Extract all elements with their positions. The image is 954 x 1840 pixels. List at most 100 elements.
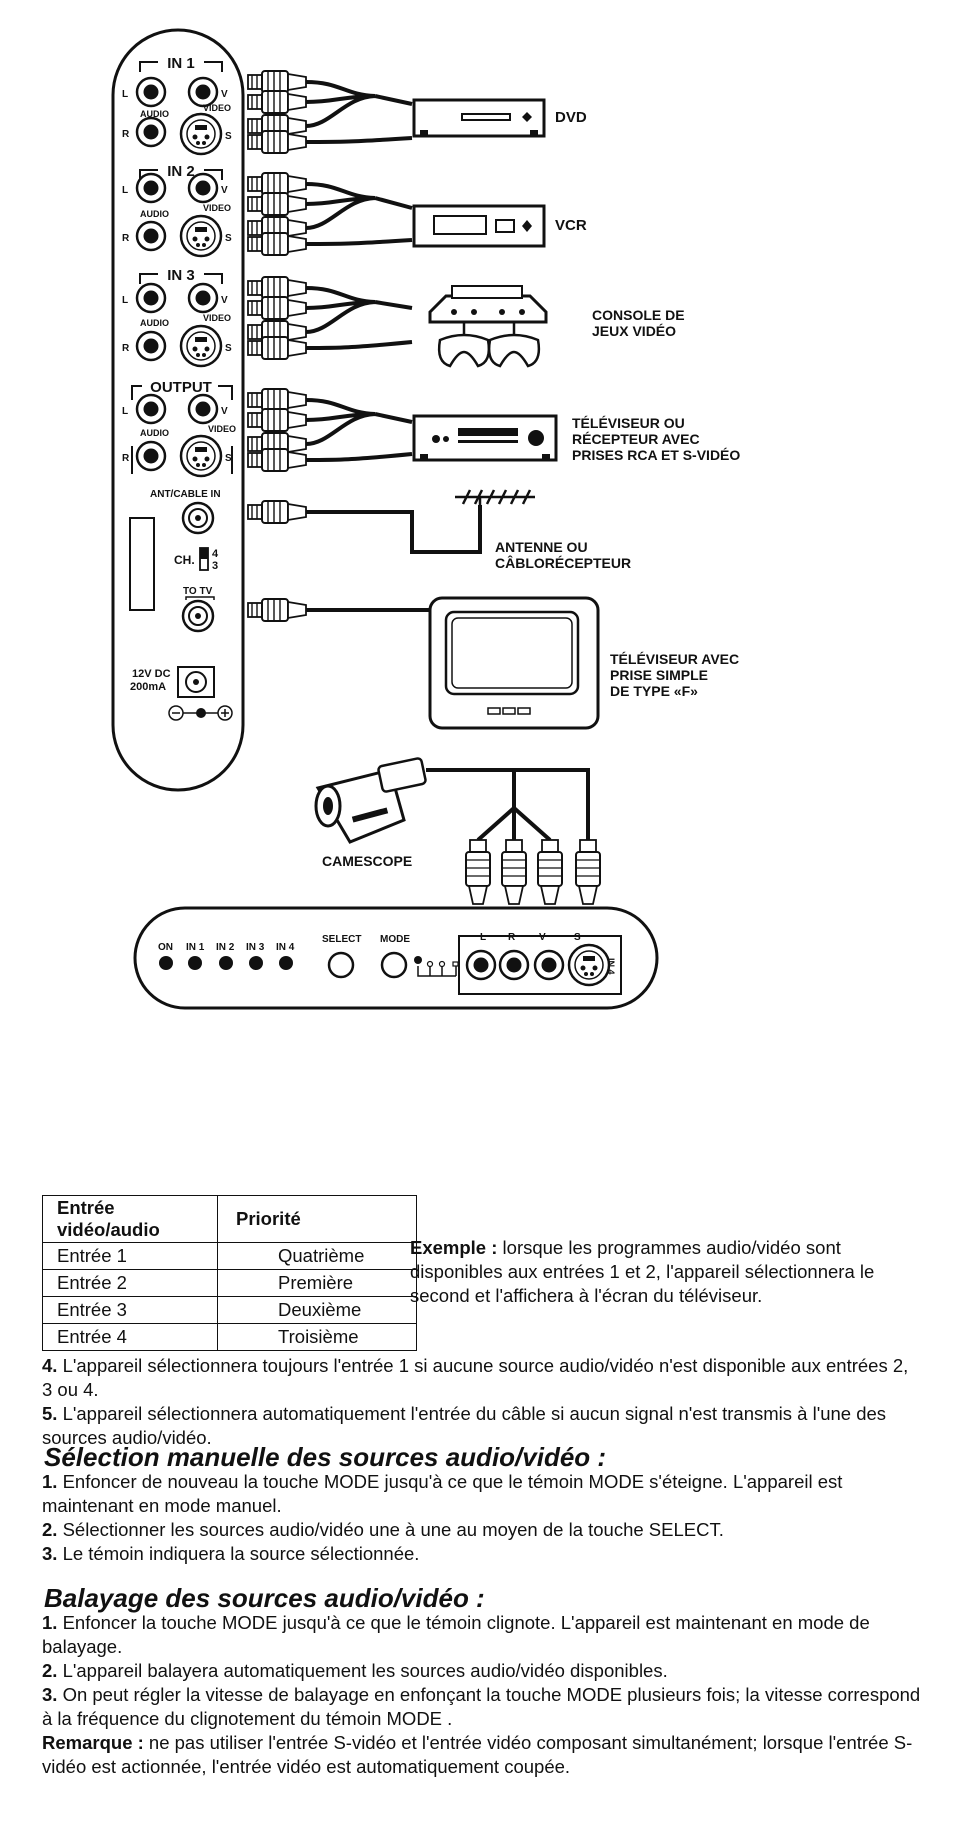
front-s-video-jack[interactable] — [567, 943, 611, 987]
group-title: IN 2 — [167, 163, 195, 180]
ch-label: CH. — [174, 553, 195, 567]
s-video-jack[interactable] — [179, 434, 223, 478]
svg-text:AUDIO: AUDIO — [140, 318, 169, 328]
ant-cable-label: ANT/CABLE IN — [150, 489, 221, 500]
audio-l-jack[interactable] — [135, 76, 167, 108]
input-group-1: IN 1 L V AUDIO VIDEO R S — [122, 55, 232, 156]
audio-r-jack[interactable] — [135, 330, 167, 362]
tv-cable — [247, 598, 430, 622]
led-on — [159, 956, 173, 970]
connection-diagram: IN 1 L V AUDIO VIDEO R S IN 2 L V AUDIO … — [111, 28, 740, 1010]
svg-text:S: S — [225, 131, 232, 142]
cable-bundle-in1 — [247, 70, 413, 154]
svg-text:S: S — [225, 453, 232, 464]
cable-bundle-in2 — [247, 172, 413, 256]
front-video-jack[interactable] — [533, 949, 565, 981]
svg-text:VIDEO: VIDEO — [203, 103, 231, 113]
receiver-icon — [412, 414, 558, 462]
audio-r-jack[interactable] — [135, 440, 167, 472]
svg-text:VIDEO: VIDEO — [203, 313, 231, 323]
antenna-label-2: CÂBLORÉCEPTEUR — [495, 554, 631, 571]
svg-text:L: L — [122, 89, 128, 100]
svg-text:AUDIO: AUDIO — [140, 428, 169, 438]
svg-text:AUDIO: AUDIO — [140, 109, 169, 119]
tv-label-1: TÉLÉVISEUR AVEC — [610, 651, 739, 667]
led-label-in3: IN 3 — [246, 942, 265, 953]
led-label-on: ON — [158, 942, 173, 953]
mode-label: MODE — [380, 934, 410, 945]
dvd-player-icon — [412, 98, 546, 138]
notes-block: 4. L'appareil sélectionnera toujours l'e… — [42, 1354, 922, 1450]
svg-text:R: R — [122, 453, 130, 464]
receiver-label-1: TÉLÉVISEUR OU — [572, 415, 685, 431]
svg-text:L: L — [122, 185, 128, 196]
tv-label-2: PRISE SIMPLE — [610, 667, 708, 683]
svg-text:R: R — [122, 343, 130, 354]
svg-text:S: S — [225, 233, 232, 244]
camcorder-cables — [426, 768, 590, 842]
mode-led — [414, 956, 422, 964]
s-video-jack[interactable] — [179, 214, 223, 258]
led-in3 — [249, 956, 263, 970]
scan-heading: Balayage des sources audio/vidéo : — [44, 1583, 485, 1613]
note-5: 5. L'appareil sélectionnera automatiquem… — [42, 1403, 887, 1448]
panel-label-slot — [129, 517, 155, 611]
led-in4 — [279, 956, 293, 970]
led-label-in1: IN 1 — [186, 942, 205, 953]
video-jack[interactable] — [187, 76, 219, 108]
to-tv-label: TO TV — [183, 586, 213, 597]
group-title: OUTPUT — [150, 379, 212, 396]
television-icon — [428, 596, 600, 730]
svg-text:V: V — [221, 406, 228, 417]
svg-text:R: R — [508, 932, 516, 943]
audio-l-jack[interactable] — [135, 172, 167, 204]
led-in2 — [219, 956, 233, 970]
svg-text:L: L — [122, 406, 128, 417]
svg-text:S: S — [225, 343, 232, 354]
note-4: 4. L'appareil sélectionnera toujours l'e… — [42, 1355, 909, 1400]
svg-text:V: V — [221, 295, 228, 306]
svg-text:VIDEO: VIDEO — [203, 203, 231, 213]
manual-step-2: 2. Sélectionner les sources audio/vidéo … — [42, 1519, 724, 1540]
vcr-icon — [412, 204, 546, 248]
console-label-1: CONSOLE DE — [592, 307, 685, 323]
dvd-label: DVD — [555, 109, 587, 126]
audio-r-jack[interactable] — [135, 116, 167, 148]
video-jack[interactable] — [187, 393, 219, 425]
audio-l-jack[interactable] — [135, 282, 167, 314]
s-video-jack[interactable] — [179, 112, 223, 156]
svg-text:R: R — [122, 129, 130, 140]
svg-text:S: S — [574, 932, 581, 943]
select-button[interactable] — [327, 951, 355, 979]
output-group: OUTPUT L V AUDIO VIDEO R S — [122, 379, 236, 478]
svg-text:4: 4 — [212, 548, 219, 560]
audio-r-jack[interactable] — [135, 220, 167, 252]
front-audio-l-jack[interactable] — [465, 949, 497, 981]
input-group-3: IN 3 L V AUDIO VIDEO R S — [122, 267, 232, 368]
scan-step-3: 3. On peut régler la vitesse de balayage… — [42, 1684, 921, 1729]
video-jack[interactable] — [187, 282, 219, 314]
cable-bundle-output — [247, 388, 413, 472]
svg-text:3: 3 — [212, 560, 218, 572]
svg-text:AUDIO: AUDIO — [140, 209, 169, 219]
camcorder-icon — [314, 757, 427, 844]
audio-l-jack[interactable] — [135, 393, 167, 425]
speed-indicator-icon — [417, 966, 457, 977]
s-video-jack[interactable] — [179, 324, 223, 368]
receiver-label-2: RÉCEPTEUR AVEC — [572, 431, 700, 447]
header-input: Entrée vidéo/audio — [42, 1195, 218, 1243]
mode-button[interactable] — [380, 951, 408, 979]
receiver-label-3: PRISES RCA ET S-VIDÉO — [572, 447, 740, 463]
front-audio-r-jack[interactable] — [498, 949, 530, 981]
header-priority: Priorité — [217, 1195, 417, 1243]
console-label-2: JEUX VIDÉO — [592, 323, 676, 339]
led-label-in4: IN 4 — [276, 942, 295, 953]
scan-list: 1. Enfoncer la touche MODE jusqu'à ce qu… — [42, 1611, 922, 1779]
svg-text:VIDEO: VIDEO — [208, 424, 236, 434]
scan-remark: Remarque : ne pas utiliser l'entrée S-vi… — [42, 1732, 913, 1777]
video-jack[interactable] — [187, 172, 219, 204]
antenna-icon — [455, 489, 535, 510]
